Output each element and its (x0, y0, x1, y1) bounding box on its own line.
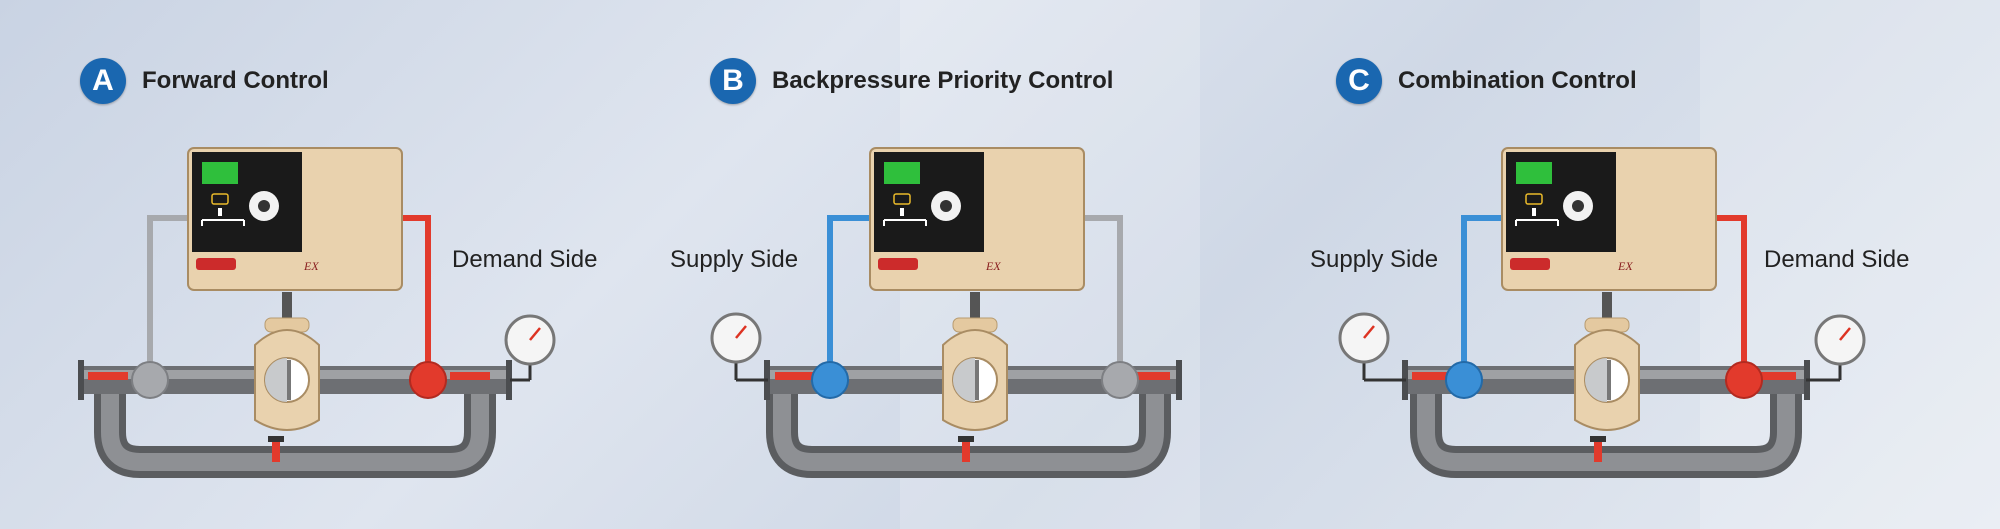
sensor-point-left (811, 361, 849, 399)
pressure-gauge-left (710, 312, 768, 382)
controller-unit: EX (1501, 147, 1717, 291)
controller-screen (1516, 162, 1552, 184)
controller-screen (202, 162, 238, 184)
sensing-line-left (147, 215, 188, 366)
controller-unit: EX (869, 147, 1085, 291)
controller-unit: EX (187, 147, 403, 291)
drain-valve (268, 436, 284, 462)
svg-text:EX: EX (1617, 259, 1633, 273)
panel-combination-control: C Combination Control (1256, 0, 1909, 529)
panel-letter-badge: A (80, 58, 126, 104)
flow-control-valve (1574, 292, 1640, 431)
panel-backpressure-priority-control: B Backpressure Priority Control (630, 0, 1270, 529)
sensor-point-right (409, 361, 447, 399)
bypass-loop-pipe (94, 380, 496, 478)
demand-side-label: Demand Side (452, 246, 598, 273)
control-diagram: EX (78, 147, 556, 478)
sensing-line-right (1080, 215, 1123, 366)
panel-title-row: A Forward Control (80, 58, 329, 104)
panel-title: Combination Control (1398, 67, 1637, 94)
panel-title: Forward Control (142, 67, 329, 94)
svg-text:EX: EX (985, 259, 1001, 273)
flow-control-valve (942, 292, 1008, 431)
panel-title-row: B Backpressure Priority Control (710, 58, 1113, 104)
demand-side-label: Demand Side (1764, 246, 1910, 273)
svg-text:EX: EX (303, 259, 319, 273)
panel-title: Backpressure Priority Control (772, 67, 1114, 94)
panel-letter-badge: C (1336, 58, 1382, 104)
sensing-line-right (1712, 215, 1747, 366)
sensor-point-right (1101, 361, 1139, 399)
panel-forward-control: A Forward Control (0, 0, 640, 529)
flow-control-valve (254, 292, 320, 431)
drain-valve (1590, 436, 1606, 462)
controller-screen (884, 162, 920, 184)
control-diagram: EX (1338, 147, 1866, 478)
background-panel (1700, 0, 2000, 529)
drain-valve (958, 436, 974, 462)
pressure-gauge-right (504, 314, 556, 382)
bypass-loop-pipe (1410, 380, 1802, 478)
control-diagram: EX (710, 147, 1182, 478)
panel-title-row: C Combination Control (1336, 58, 1637, 104)
sensor-point-left (131, 361, 169, 399)
sensing-line-left (827, 215, 870, 366)
sensing-line-left (1461, 215, 1502, 366)
sensor-point-left (1445, 361, 1483, 399)
pressure-gauge-left (1338, 312, 1406, 382)
supply-side-label: Supply Side (1310, 246, 1439, 273)
sensor-point-right (1725, 361, 1763, 399)
pressure-gauge-right (1806, 314, 1866, 382)
panel-letter-badge: B (710, 58, 756, 104)
supply-side-label: Supply Side (670, 246, 799, 273)
